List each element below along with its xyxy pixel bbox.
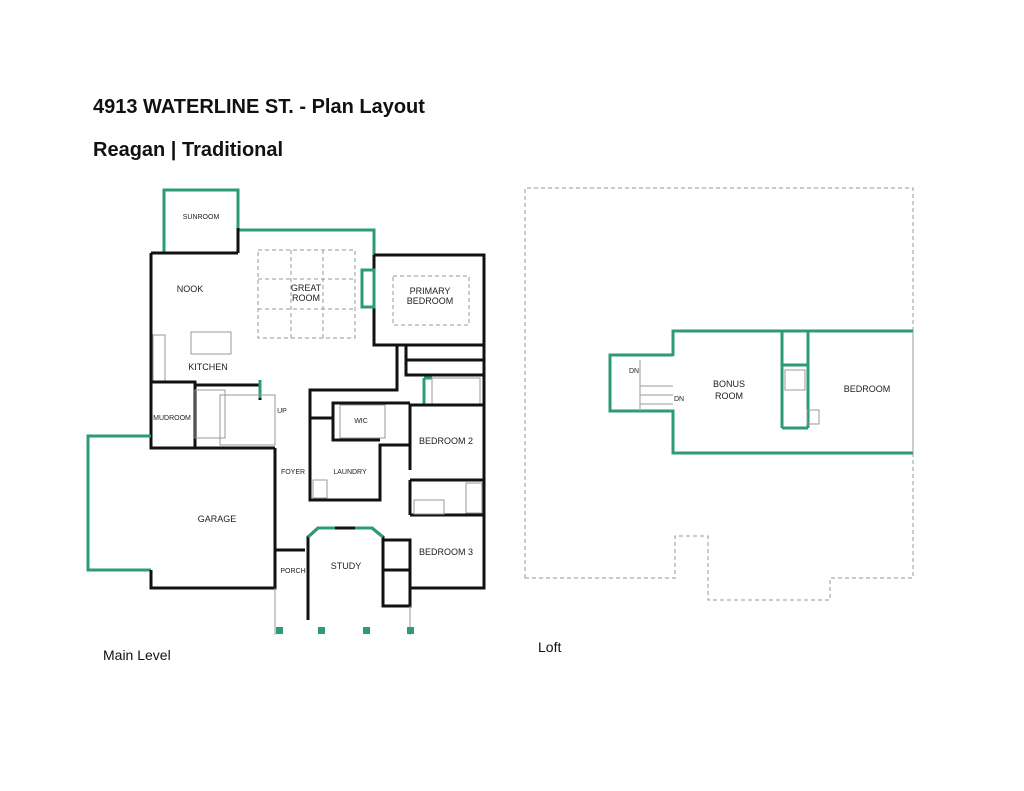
- main-level-caption: Main Level: [103, 647, 171, 663]
- porch-column: [276, 627, 283, 634]
- plan-subtitle: Reagan | Traditional: [93, 139, 284, 161]
- room-label-garage: GARAGE: [198, 514, 237, 524]
- loft-caption: Loft: [538, 639, 562, 655]
- stair-up-label: UP: [277, 408, 287, 415]
- room-label-laundry: LAUNDRY: [333, 469, 367, 476]
- room-label-bedroom-2: BEDROOM 2: [419, 436, 473, 446]
- room-label-sunroom: SUNROOM: [183, 214, 220, 221]
- room-label-bedroom-3: BEDROOM 3: [419, 547, 473, 557]
- room-label-nook: NOOK: [177, 284, 204, 294]
- room-label-mudroom: MUDROOM: [153, 415, 191, 422]
- room-label-wic: WIC: [354, 418, 368, 425]
- stair-down-label: DN: [629, 368, 639, 375]
- room-label-study: STUDY: [331, 561, 362, 571]
- room-label-bonus-room: BONUS: [713, 379, 745, 389]
- room-label-loft-bedroom: BEDROOM: [844, 384, 891, 394]
- porch-column: [363, 627, 370, 634]
- room-label-foyer: FOYER: [281, 469, 305, 476]
- room-label-kitchen: KITCHEN: [188, 362, 228, 372]
- porch-column: [318, 627, 325, 634]
- plan-title: 4913 WATERLINE ST. - Plan Layout: [93, 96, 425, 118]
- stair-down-label: DN: [674, 396, 684, 403]
- loft-plan: BONUS ROOM BEDROOM DN DN: [524, 187, 914, 601]
- main-level-plan: SUNROOM NOOK GREAT ROOM PRIMARY BEDROOM …: [86, 188, 486, 635]
- room-label-porch: PORCH: [280, 568, 305, 575]
- room-label-great-room: ROOM: [292, 293, 320, 303]
- porch-column: [407, 627, 414, 634]
- room-label-primary-bedroom: PRIMARY: [410, 286, 451, 296]
- room-label-great-room: GREAT: [291, 283, 322, 293]
- room-label-bonus-room: ROOM: [715, 391, 743, 401]
- room-label-primary-bedroom: BEDROOM: [407, 296, 454, 306]
